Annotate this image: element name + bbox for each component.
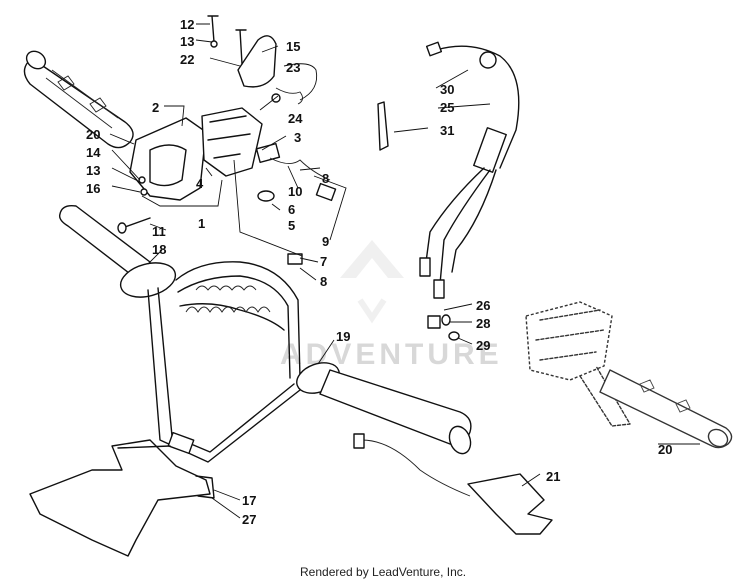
callout-21: 21 bbox=[546, 469, 560, 484]
callout-1: 1 bbox=[198, 216, 205, 231]
grip-heater-element bbox=[353, 433, 553, 535]
switch-housing bbox=[129, 107, 337, 265]
callout-15: 15 bbox=[286, 39, 300, 54]
left-grip bbox=[23, 50, 134, 149]
leader-lines bbox=[109, 23, 700, 519]
callout-13: 13 bbox=[180, 34, 194, 49]
callout-16: 16 bbox=[86, 181, 100, 196]
callout-17: 17 bbox=[242, 493, 256, 508]
callout-20: 20 bbox=[658, 442, 672, 457]
callout-14: 14 bbox=[86, 145, 101, 160]
callout-19: 19 bbox=[336, 329, 350, 344]
callout-11: 11 bbox=[152, 224, 166, 239]
callout-22: 22 bbox=[180, 52, 194, 67]
callout-6: 6 bbox=[288, 202, 295, 217]
handlebar-pad bbox=[29, 439, 215, 557]
callout-18: 18 bbox=[152, 242, 166, 257]
callout-13: 13 bbox=[86, 163, 100, 178]
callout-20: 20 bbox=[86, 127, 100, 142]
callout-12: 12 bbox=[180, 17, 194, 32]
handlebar bbox=[58, 204, 472, 463]
callout-27: 27 bbox=[242, 512, 256, 527]
callout-8: 8 bbox=[320, 274, 327, 289]
callout-23: 23 bbox=[286, 60, 300, 75]
brake-master-cylinder bbox=[525, 301, 733, 449]
callout-26: 26 bbox=[476, 298, 490, 313]
callout-2: 2 bbox=[152, 100, 159, 115]
callout-7: 7 bbox=[320, 254, 327, 269]
watermark-logo bbox=[340, 240, 404, 324]
callout-24: 24 bbox=[288, 111, 303, 126]
callout-25: 25 bbox=[440, 100, 454, 115]
throttle-lever bbox=[207, 15, 303, 105]
callout-29: 29 bbox=[476, 338, 490, 353]
footer-credit: Rendered by LeadVenture, Inc. bbox=[300, 565, 466, 579]
callout-30: 30 bbox=[440, 82, 454, 97]
callout-labels: 12 13 22 15 23 2 24 3 20 14 13 16 4 8 10… bbox=[86, 17, 672, 527]
callout-28: 28 bbox=[476, 316, 490, 331]
callout-9: 9 bbox=[322, 234, 329, 249]
callout-10: 10 bbox=[288, 184, 302, 199]
callout-31: 31 bbox=[440, 123, 454, 138]
callout-8: 8 bbox=[322, 171, 329, 186]
throttle-cable bbox=[377, 41, 520, 341]
screw bbox=[117, 217, 151, 234]
callout-3: 3 bbox=[294, 130, 301, 145]
callout-4: 4 bbox=[196, 176, 204, 191]
callout-5: 5 bbox=[288, 218, 295, 233]
